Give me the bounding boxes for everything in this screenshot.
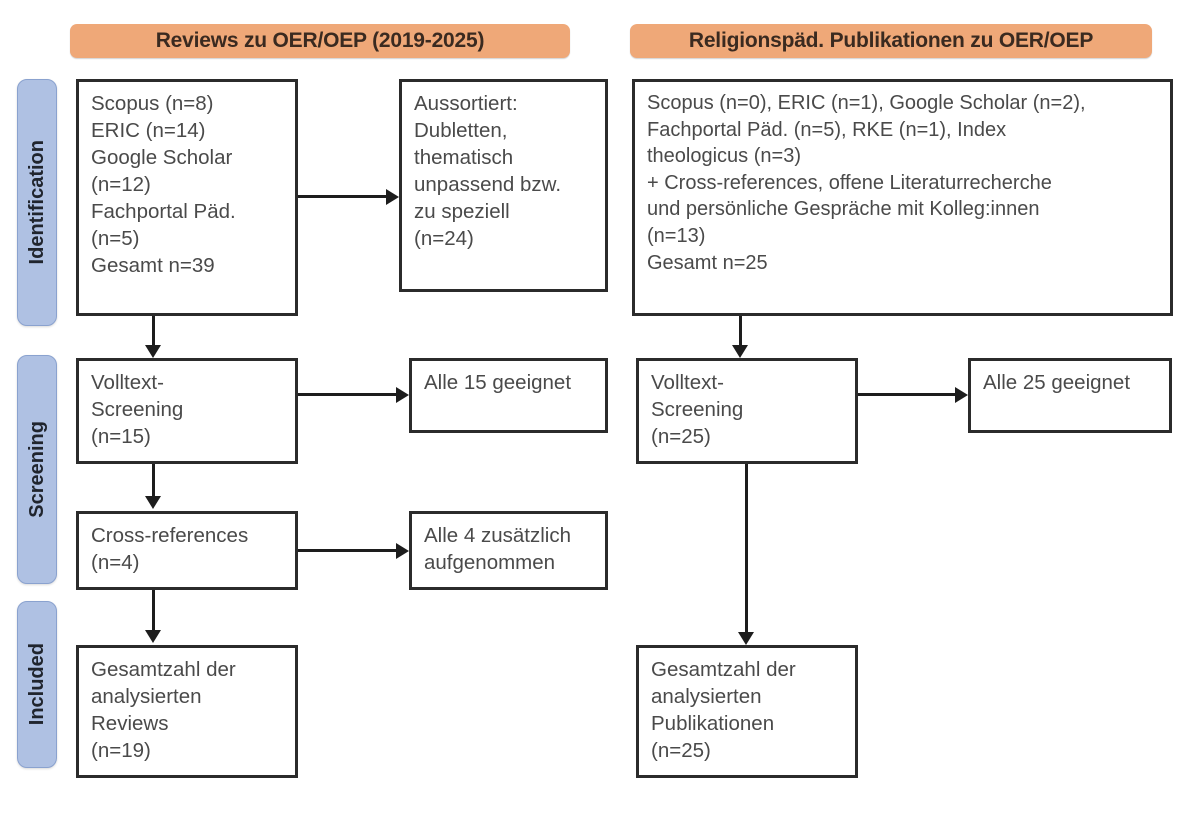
stage-label-included-text: Included — [25, 643, 48, 726]
stage-label-screening-text: Screening — [25, 421, 48, 518]
box-left-fulltext-screening: Volltext- Screening (n=15) — [76, 358, 298, 464]
arrowhead-left-ident-to-excluded — [386, 189, 399, 205]
connector-left-screening-to-result — [298, 393, 397, 396]
box-right-fulltext-screening: Volltext- Screening (n=25) — [636, 358, 858, 464]
connector-left-ident-to-excluded — [298, 195, 386, 198]
connector-right-screening-to-result — [858, 393, 956, 396]
box-right-identification-sources: Scopus (n=0), ERIC (n=1), Google Scholar… — [632, 79, 1173, 316]
arrowhead-left-crossrefs-to-included — [145, 630, 161, 643]
connector-left-crossrefs-to-result — [298, 549, 397, 552]
connector-right-ident-to-screening — [739, 316, 742, 349]
connector-right-screening-to-included — [745, 464, 748, 636]
box-right-included: Gesamtzahl der analysierten Publikatione… — [636, 645, 858, 778]
arrowhead-left-ident-to-screening — [145, 345, 161, 358]
box-left-included: Gesamtzahl der analysierten Reviews (n=1… — [76, 645, 298, 778]
box-right-screening-result: Alle 25 geeignet — [968, 358, 1172, 433]
stage-label-included: Included — [17, 601, 57, 768]
column-header-religionspaed: Religionspäd. Publikationen zu OER/OEP — [630, 24, 1152, 58]
connector-left-ident-to-screening — [152, 316, 155, 349]
box-left-crossrefs-result: Alle 4 zusätzlich aufgenommen — [409, 511, 608, 590]
stage-label-identification-text: Identification — [25, 140, 48, 265]
stage-label-screening: Screening — [17, 355, 57, 584]
arrowhead-left-screening-to-result — [396, 387, 409, 403]
box-left-screening-result: Alle 15 geeignet — [409, 358, 608, 433]
arrowhead-right-screening-to-result — [955, 387, 968, 403]
arrowhead-left-screening-to-crossrefs — [145, 496, 161, 509]
box-left-excluded: Aussortiert: Dubletten, thematisch unpas… — [399, 79, 608, 292]
box-left-identification-sources: Scopus (n=8) ERIC (n=14) Google Scholar … — [76, 79, 298, 316]
connector-left-crossrefs-to-included — [152, 590, 155, 634]
box-left-crossrefs: Cross-references (n=4) — [76, 511, 298, 590]
connector-left-screening-to-crossrefs — [152, 464, 155, 500]
arrowhead-left-crossrefs-to-result — [396, 543, 409, 559]
arrowhead-right-ident-to-screening — [732, 345, 748, 358]
column-header-reviews: Reviews zu OER/OEP (2019-2025) — [70, 24, 570, 58]
stage-label-identification: Identification — [17, 79, 57, 326]
arrowhead-right-screening-to-included — [738, 632, 754, 645]
